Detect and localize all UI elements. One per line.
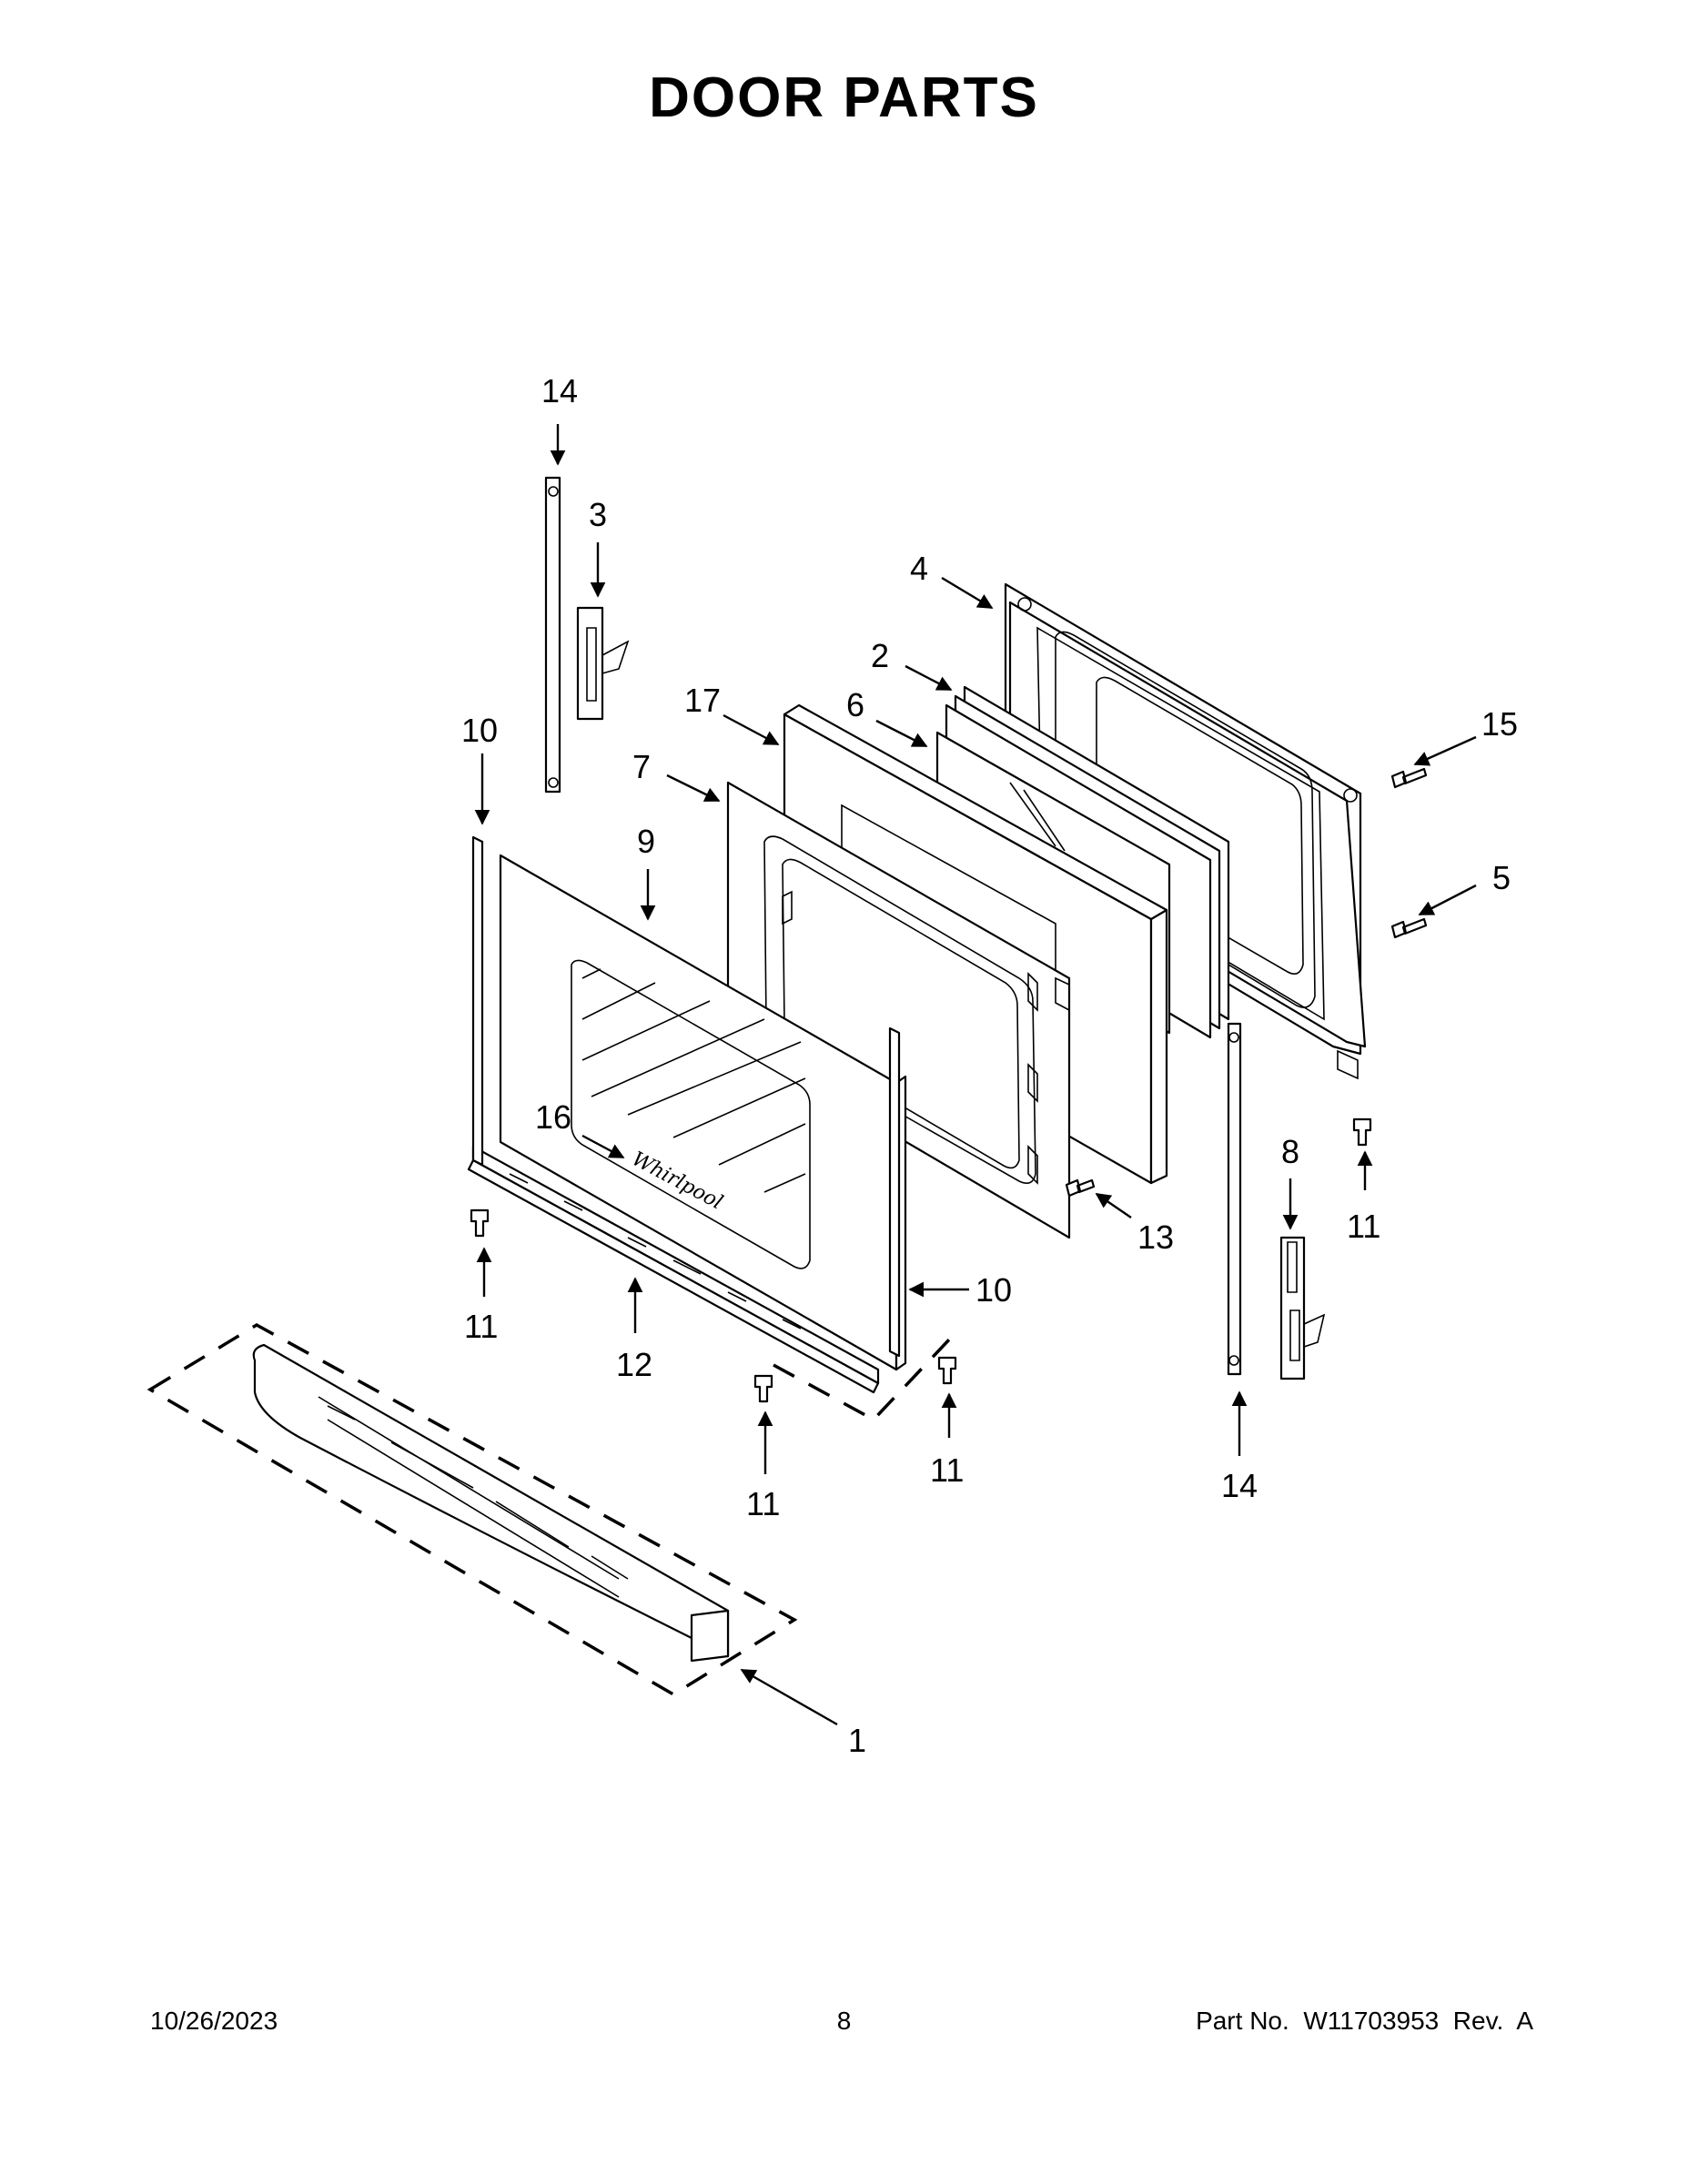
footer-page-number: 8 bbox=[836, 2007, 852, 2035]
window-hatch bbox=[581, 968, 806, 1193]
part-10-side-trim-left bbox=[471, 835, 484, 1167]
footer-part-number: Part No. W11703953 Rev. A bbox=[1196, 2007, 1533, 2035]
screw-11-d bbox=[1352, 1117, 1372, 1147]
callout-13: 13 bbox=[1137, 1218, 1174, 1256]
footer-date: 10/26/2023 bbox=[150, 2007, 278, 2035]
callout-4: 4 bbox=[910, 550, 928, 587]
part-8-hinge bbox=[1279, 1236, 1326, 1380]
callout-15: 15 bbox=[1481, 705, 1518, 743]
callout-16: 16 bbox=[535, 1098, 571, 1136]
part-10-side-trim-right bbox=[888, 1026, 901, 1358]
part-14-hinge-receiver-right bbox=[1227, 1022, 1242, 1376]
callout-5: 5 bbox=[1492, 859, 1511, 896]
callout-9: 9 bbox=[637, 823, 655, 860]
callout-10-left: 10 bbox=[461, 712, 498, 749]
screw-13 bbox=[1065, 1178, 1096, 1198]
screw-5 bbox=[1390, 917, 1428, 939]
callout-6: 6 bbox=[846, 686, 864, 723]
callout-8: 8 bbox=[1281, 1133, 1299, 1170]
callout-12: 12 bbox=[616, 1346, 652, 1383]
callout-3: 3 bbox=[589, 496, 607, 533]
leader-lines bbox=[474, 424, 1477, 1726]
screw-15 bbox=[1390, 767, 1428, 789]
callout-7: 7 bbox=[632, 748, 651, 785]
screw-11-c bbox=[937, 1356, 957, 1385]
callout-14-top: 14 bbox=[541, 372, 578, 410]
callout-1: 1 bbox=[848, 1722, 866, 1759]
callout-14-bottom: 14 bbox=[1221, 1467, 1258, 1504]
callout-10-right: 10 bbox=[975, 1271, 1012, 1309]
callout-11-left: 11 bbox=[464, 1308, 498, 1345]
part-3-hinge bbox=[576, 606, 630, 721]
callout-11-center: 11 bbox=[746, 1485, 780, 1522]
part-14-hinge-receiver-left bbox=[544, 476, 561, 794]
callout-2: 2 bbox=[871, 637, 889, 674]
callout-11-right: 11 bbox=[1347, 1208, 1380, 1245]
callout-11-mid: 11 bbox=[930, 1451, 964, 1489]
screw-11-b bbox=[753, 1374, 773, 1403]
screw-11-a bbox=[470, 1208, 490, 1238]
part-12-door-trim bbox=[467, 1145, 880, 1394]
part-7-door-frame bbox=[726, 781, 1071, 1239]
callout-17: 17 bbox=[684, 682, 721, 719]
page-title: DOOR PARTS bbox=[649, 66, 1039, 129]
dashed-outline-handle bbox=[147, 1322, 798, 1697]
part-1-door-handle bbox=[252, 1343, 730, 1663]
